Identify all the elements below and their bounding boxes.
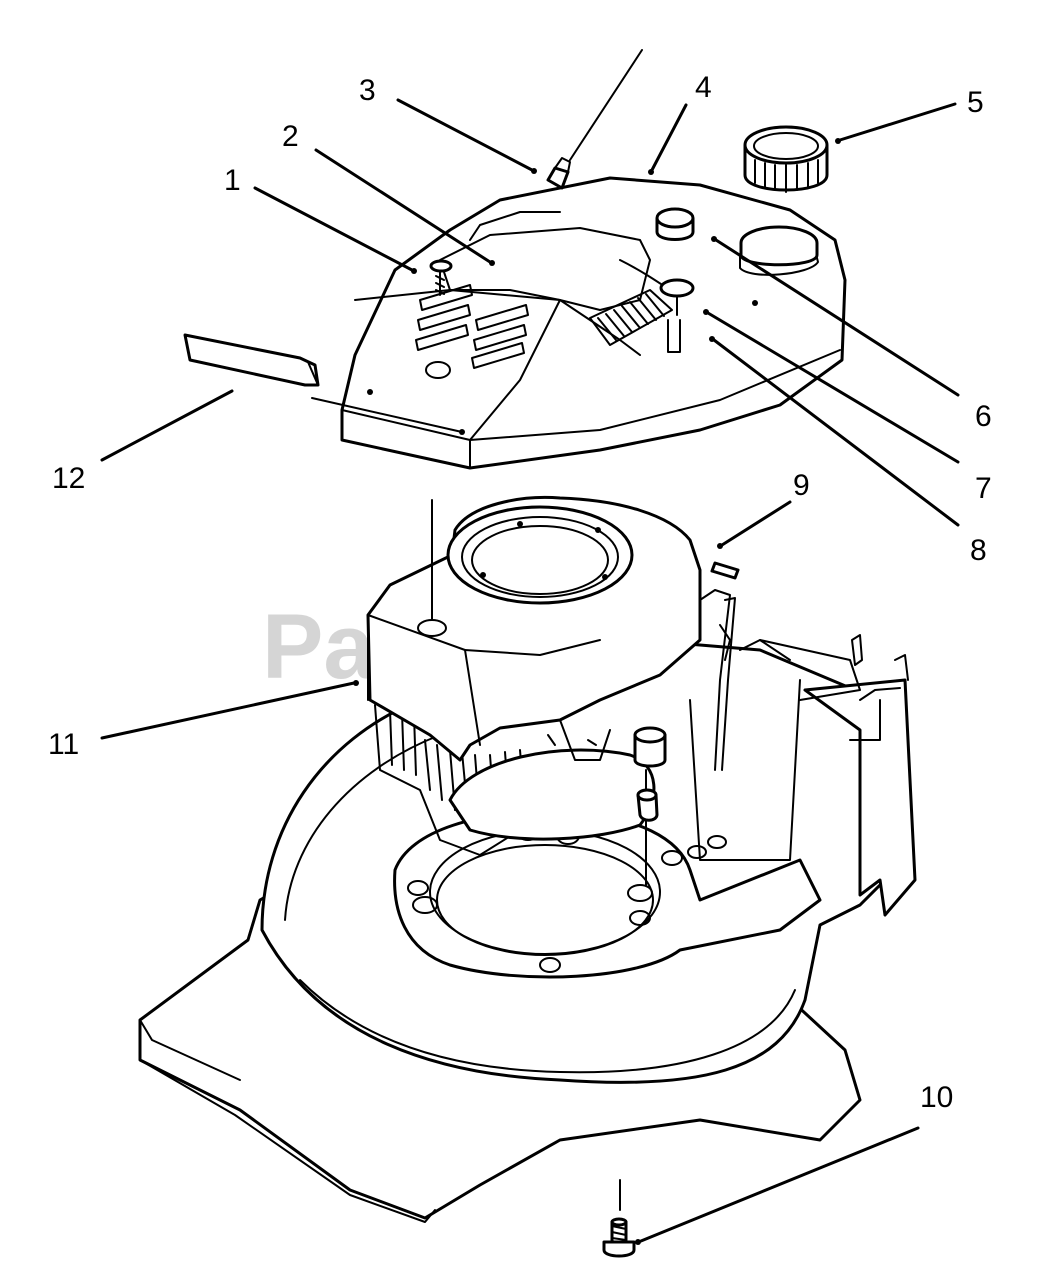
callout-7: 7 — [975, 472, 992, 505]
callout-3: 3 — [359, 74, 376, 107]
engine-cover — [340, 176, 847, 470]
engine-shroud — [366, 496, 740, 886]
callout-11: 11 — [48, 728, 79, 761]
callout-4: 4 — [695, 71, 712, 104]
callout-6: 6 — [975, 400, 992, 433]
callout-5: 5 — [967, 86, 984, 119]
mower-deck — [138, 634, 917, 1223]
callout-1: 1 — [224, 164, 241, 197]
callout-9: 9 — [793, 469, 810, 502]
callout-10: 10 — [920, 1081, 953, 1114]
handle-grip — [183, 333, 320, 387]
leader-lines — [100, 98, 960, 1243]
spark-plug-wire — [546, 49, 643, 190]
fuel-cap — [743, 125, 829, 193]
callout-12: 12 — [52, 462, 85, 495]
leader-dots — [353, 138, 841, 1245]
callout-8: 8 — [970, 534, 987, 567]
callout-2: 2 — [282, 120, 299, 153]
bolt — [602, 1179, 636, 1258]
